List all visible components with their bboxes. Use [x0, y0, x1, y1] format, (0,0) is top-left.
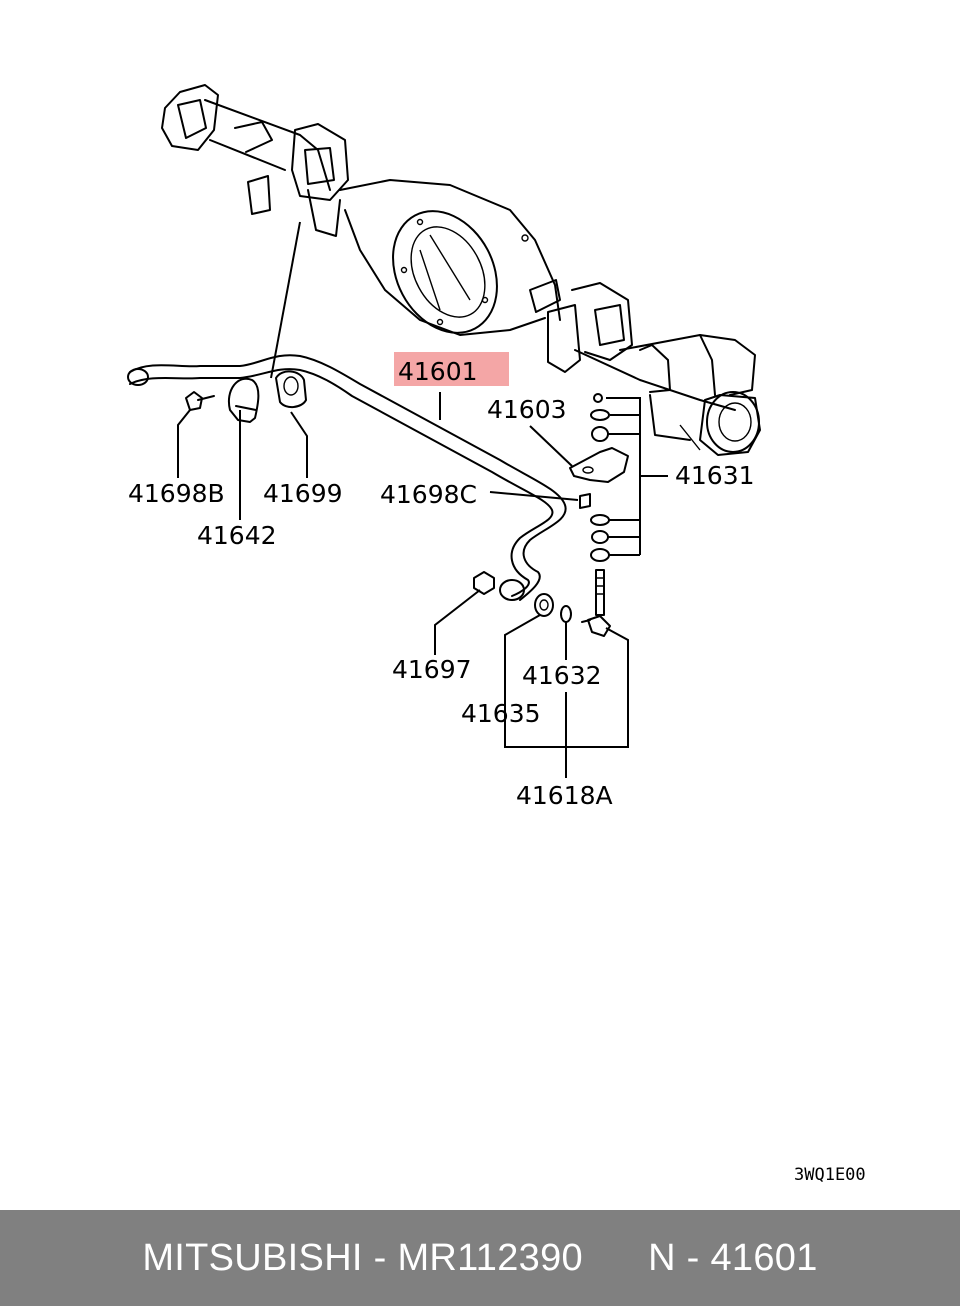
rear-axle-housing — [161, 84, 761, 456]
callout-41698c: 41698C — [380, 480, 477, 509]
callout-41642: 41642 — [197, 521, 277, 550]
callout-41618a: 41618A — [516, 781, 613, 810]
footer-label: MITSUBISHI - MR112390 N - 41601 — [142, 1236, 818, 1279]
part-number-footer: MITSUBISHI - MR112390 N - 41601 — [0, 1210, 960, 1306]
callout-41632: 41632 — [522, 661, 602, 690]
clamp-and-bushing — [227, 370, 307, 423]
parts-diagram: 41601 41603 41698B 41699 41698C 41642 41… — [127, 84, 866, 1185]
callout-41603: 41603 — [487, 395, 567, 424]
leader-lines — [177, 221, 668, 778]
drawing-code: 3WQ1E00 — [794, 1165, 866, 1185]
callout-41698b: 41698B — [128, 479, 225, 508]
callout-41631: 41631 — [675, 461, 755, 490]
callout-41601: 41601 — [398, 357, 478, 386]
lower-link-parts — [473, 569, 611, 637]
callout-41699: 41699 — [263, 479, 343, 508]
highlight-box — [394, 352, 509, 386]
link-hardware-stack — [569, 393, 629, 562]
callout-41697: 41697 — [392, 655, 472, 684]
bolt-41698b — [185, 391, 215, 411]
stabilizer-bar-41601 — [127, 354, 567, 601]
callout-41635: 41635 — [461, 699, 541, 728]
